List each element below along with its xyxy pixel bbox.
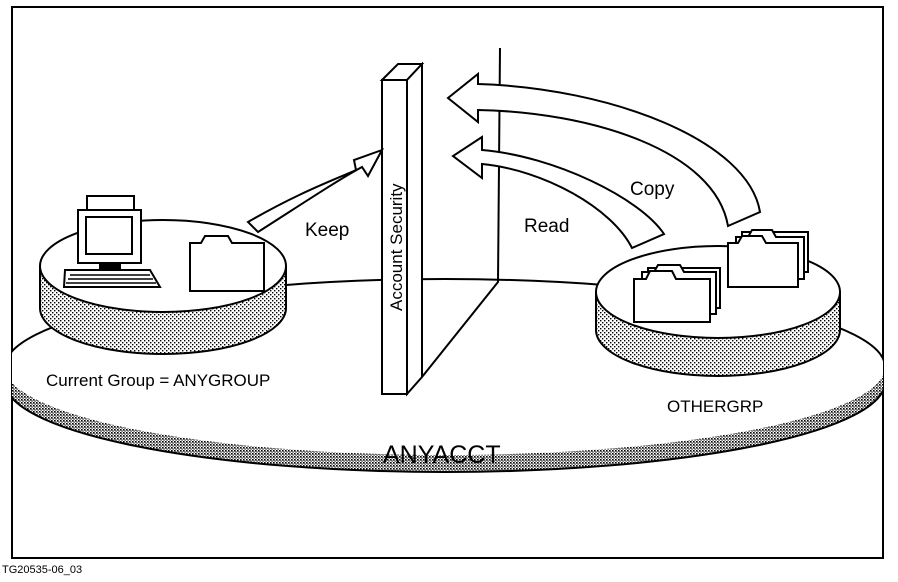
folder-stack-icon bbox=[633, 264, 721, 323]
keep-arrow bbox=[246, 148, 385, 234]
copy-arrow bbox=[446, 71, 762, 228]
copy-label: Copy bbox=[630, 179, 675, 200]
current-group-label: Current Group = ANYGROUP bbox=[46, 371, 270, 390]
account-security-label: Account Security bbox=[387, 183, 406, 311]
read-label: Read bbox=[524, 216, 569, 237]
folder-icon bbox=[189, 235, 265, 292]
figure-id-label: TG20535-06_03 bbox=[2, 564, 82, 576]
anyacct-label: ANYACCT bbox=[383, 441, 501, 469]
othergrp-label: OTHERGRP bbox=[667, 397, 763, 416]
read-arrow bbox=[451, 135, 666, 250]
keep-label: Keep bbox=[305, 220, 349, 241]
computer-terminal-icon bbox=[62, 195, 162, 288]
account-security-wall bbox=[379, 47, 501, 397]
folder-stack-icon bbox=[727, 229, 809, 288]
